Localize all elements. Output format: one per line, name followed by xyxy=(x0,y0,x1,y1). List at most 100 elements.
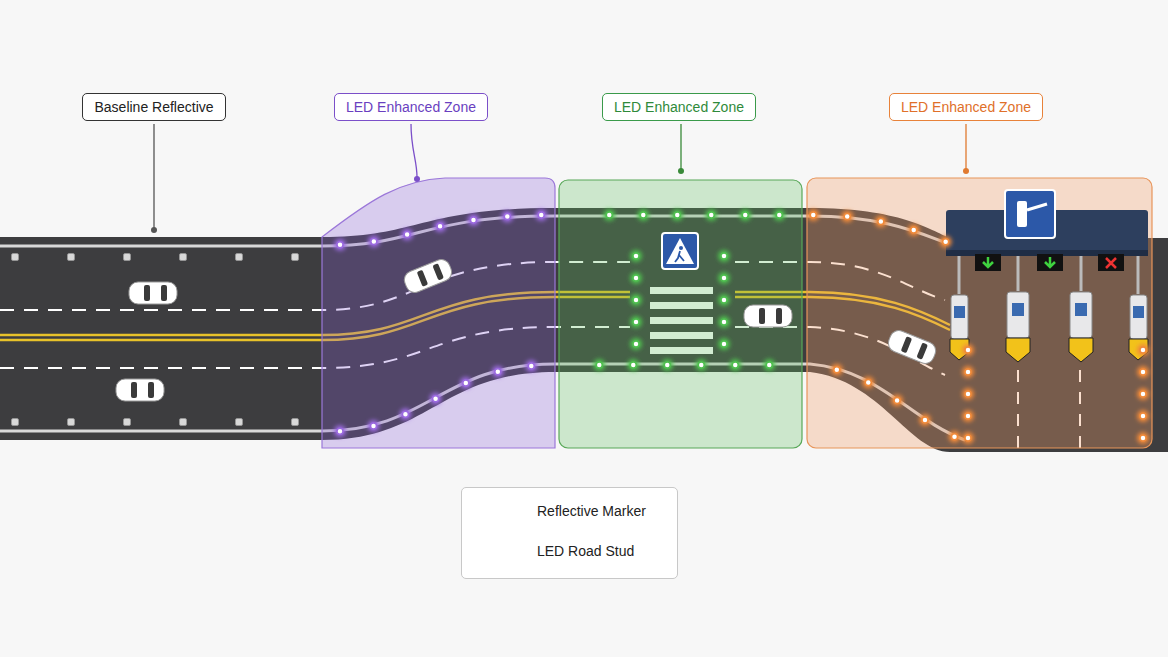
led-glow xyxy=(718,250,730,262)
led-glow xyxy=(467,214,479,226)
callout-box: Baseline Reflective xyxy=(82,93,226,121)
purple-zone xyxy=(322,178,555,448)
led-stud xyxy=(810,212,816,218)
led-stud xyxy=(633,319,639,325)
led-stud xyxy=(965,347,971,353)
led-stud xyxy=(370,423,376,429)
led-glow xyxy=(630,250,642,262)
legend-row: LED Road Stud xyxy=(537,543,634,559)
led-glow xyxy=(1137,432,1149,444)
legend-label: LED Road Stud xyxy=(537,543,634,559)
led-glow xyxy=(718,272,730,284)
led-stud xyxy=(437,223,443,229)
reflective-marker xyxy=(124,419,131,426)
led-stud xyxy=(495,369,501,375)
led-stud xyxy=(1140,391,1146,397)
toll-plaza xyxy=(946,190,1148,362)
callout-label: LED Enhanced Zone xyxy=(614,99,744,115)
led-stud xyxy=(721,275,727,281)
reflective-marker xyxy=(12,419,19,426)
led-glow xyxy=(630,272,642,284)
led-stud xyxy=(1140,435,1146,441)
car xyxy=(116,379,164,401)
led-stud xyxy=(965,391,971,397)
led-stud xyxy=(606,212,612,218)
led-glow xyxy=(962,432,974,444)
led-glow xyxy=(630,316,642,328)
led-stud xyxy=(664,362,670,368)
callout-box: LED Enhanced Zone xyxy=(602,93,756,121)
led-stud xyxy=(538,212,544,218)
led-stud xyxy=(911,227,917,233)
led-glow xyxy=(1137,410,1149,422)
led-stud xyxy=(698,362,704,368)
led-glow xyxy=(630,294,642,306)
led-stud xyxy=(633,297,639,303)
led-glow xyxy=(875,215,887,227)
callout-box: LED Enhanced Zone xyxy=(334,93,488,121)
led-glow xyxy=(729,359,741,371)
callout-label: Baseline Reflective xyxy=(94,99,213,115)
led-stud xyxy=(633,341,639,347)
led-stud xyxy=(766,362,772,368)
led-glow xyxy=(460,377,472,389)
led-glow xyxy=(525,360,537,372)
callout-box: LED Enhanced Zone xyxy=(889,93,1043,121)
led-glow xyxy=(334,425,346,437)
led-glow xyxy=(1137,366,1149,378)
led-stud xyxy=(865,379,871,385)
led-glow xyxy=(962,388,974,400)
leader-line xyxy=(154,124,966,228)
led-stud xyxy=(640,212,646,218)
led-glow xyxy=(535,209,547,221)
leader-dot xyxy=(151,168,969,233)
led-stud xyxy=(633,275,639,281)
led-glow xyxy=(637,209,649,221)
led-stud xyxy=(433,396,439,402)
led-stud xyxy=(894,397,900,403)
led-stud xyxy=(463,380,469,386)
led-stud xyxy=(721,341,727,347)
reflective-marker xyxy=(68,254,75,261)
led-glow xyxy=(603,209,615,221)
car xyxy=(744,305,792,327)
led-glow xyxy=(1137,344,1149,356)
led-stud xyxy=(965,369,971,375)
reflective-marker xyxy=(236,419,243,426)
led-stud xyxy=(732,362,738,368)
led-glow xyxy=(718,338,730,350)
led-stud xyxy=(721,319,727,325)
reflective-marker xyxy=(292,419,299,426)
led-stud xyxy=(834,367,840,373)
reflective-marker xyxy=(12,254,19,261)
led-stud xyxy=(504,213,510,219)
led-glow xyxy=(891,394,903,406)
led-stud xyxy=(965,413,971,419)
led-stud xyxy=(630,362,636,368)
pedestrian-sign xyxy=(662,233,698,269)
led-glow xyxy=(962,410,974,422)
led-glow xyxy=(399,408,411,420)
led-glow xyxy=(718,294,730,306)
led-stud xyxy=(404,232,410,238)
led-glow xyxy=(862,376,874,388)
led-glow xyxy=(627,359,639,371)
reflective-marker xyxy=(236,254,243,261)
led-glow xyxy=(368,235,380,247)
legend: Reflective MarkerLED Road Stud xyxy=(461,487,678,579)
led-stud xyxy=(943,239,949,245)
led-stud xyxy=(337,242,343,248)
led-stud xyxy=(878,218,884,224)
led-glow xyxy=(671,209,683,221)
car xyxy=(402,257,455,295)
reflective-marker xyxy=(292,254,299,261)
led-glow xyxy=(962,366,974,378)
led-stud xyxy=(337,428,343,434)
led-glow xyxy=(919,414,931,426)
led-glow xyxy=(367,420,379,432)
led-glow xyxy=(807,209,819,221)
reflective-marker xyxy=(124,254,131,261)
led-glow xyxy=(593,359,605,371)
led-stud xyxy=(470,217,476,223)
led-stud xyxy=(1140,347,1146,353)
